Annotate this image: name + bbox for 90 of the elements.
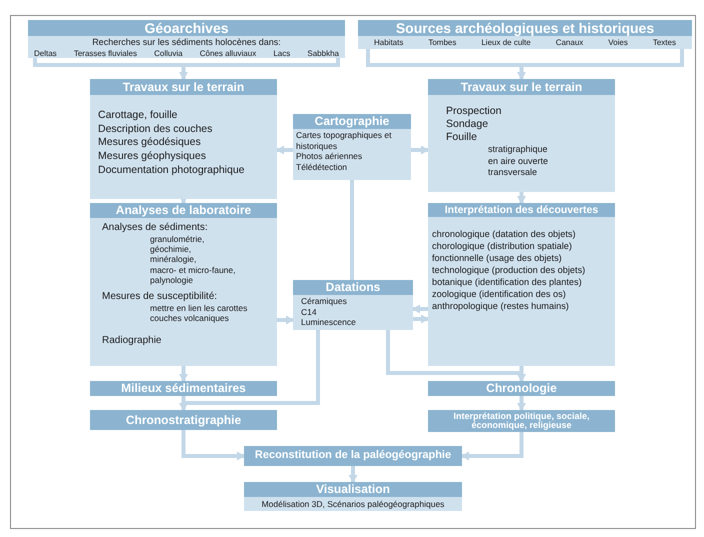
process-box [428, 203, 615, 366]
item-text: zoologique (identification des os) [432, 288, 566, 301]
arrow [413, 314, 429, 324]
item-text: Céramiques [301, 296, 347, 307]
item-text: Carottage, fouille [98, 109, 178, 123]
item-text: Sondage [446, 118, 488, 132]
arrow [348, 466, 358, 483]
item-text: en aire ouverte [488, 156, 548, 167]
item-text: mettre en lien les carottes [150, 302, 248, 314]
box-heading: Sources archéologiques et historiques [358, 20, 692, 36]
item-text: Radiographie [102, 335, 162, 348]
item-text: technologique (production des objets) [432, 264, 586, 277]
arrow [179, 366, 188, 382]
item-text: Textes [652, 38, 676, 48]
item-text: Colluvia [154, 48, 183, 60]
item-text: Télédétection [296, 162, 348, 172]
item-text: Luminescence [301, 317, 356, 328]
item-text: Habitats [374, 38, 404, 48]
arrow [276, 146, 293, 154]
item-text: Canaux [556, 38, 584, 48]
item-text: Terasses fluviales [74, 48, 137, 60]
box-heading: Analyses de laboratoire [90, 203, 277, 218]
process-box [428, 381, 615, 396]
arrow [412, 304, 428, 314]
item-text: Photos aériennes [296, 151, 362, 162]
process-box [293, 114, 411, 180]
box-heading: Interprétation politique, sociale, économique, religieuse [452, 412, 591, 430]
item-text: Documentation photographique [98, 164, 245, 178]
arrow [517, 192, 526, 204]
process-box [358, 20, 692, 49]
box-heading: Milieux sédimentaires [121, 382, 246, 395]
process-box [293, 280, 413, 330]
box-heading: Cartographie [293, 114, 411, 129]
box-subtitle: Recherches sur les sédiments holocènes dans: [92, 37, 281, 49]
arrow [461, 432, 524, 460]
item-text: Description des couches [98, 122, 212, 136]
item-text: Cônes alluviaux [200, 48, 256, 60]
arrow [411, 146, 429, 154]
item-text: anthropologique (restes humains) [432, 300, 569, 313]
item-text: macro- et micro-faune, [150, 264, 236, 275]
box-heading: Visualisation [244, 482, 462, 497]
item-text: Modélisation 3D, Scénarios paléogéographiques [262, 499, 444, 510]
item-text: Voies [608, 38, 628, 48]
item-text: Sabbkha [307, 48, 339, 60]
process-box [28, 20, 345, 58]
arrow [182, 430, 245, 460]
item-text: Lieux de culte [481, 38, 531, 48]
item-text: chorologique (distribution spatiale) [432, 240, 572, 253]
item-text: botanique (identification des plantes) [432, 276, 582, 289]
process-box [90, 203, 277, 366]
process-box [244, 446, 462, 466]
arrow [366, 47, 684, 81]
item-text: transversale [488, 166, 538, 178]
arrow [277, 316, 294, 324]
item-text: Prospection [446, 105, 502, 118]
arrow [517, 396, 526, 411]
item-text: Mesures de susceptibilité: [102, 290, 218, 303]
box-heading: Datations [293, 280, 413, 295]
item-text: Cartes topographiques et historiques [296, 130, 392, 152]
item-text: Mesures géodésiques [98, 136, 201, 150]
item-text: chronologique (datation des objets) [432, 229, 576, 241]
process-box [90, 79, 277, 199]
box-heading: Travaux sur le terrain [90, 79, 277, 95]
item-text: fonctionnelle (usage des objets) [432, 252, 562, 265]
item-text: stratigraphique [488, 144, 548, 156]
box-heading: Reconstitution de la paléogéographie [254, 450, 452, 462]
box-heading: Interprétation des découvertes [428, 203, 615, 217]
item-text: Analyses de sédiments: [102, 222, 208, 234]
item-text: Tombes [428, 38, 456, 48]
item-text: Fouille [446, 131, 477, 144]
process-box [90, 381, 277, 396]
item-text: minéralogie, [150, 254, 196, 265]
item-text: couches volcaniques [150, 313, 229, 324]
arrow [33, 56, 340, 81]
process-box [428, 79, 615, 192]
process-box [90, 410, 277, 430]
box-heading: Chronologie [486, 382, 557, 395]
item-text: Deltas [34, 48, 57, 60]
item-text: palynologie [150, 274, 194, 285]
process-box [428, 410, 615, 432]
item-text: granulométrie, [150, 234, 204, 244]
process-box [244, 482, 462, 511]
item-text: géochimie, [150, 244, 192, 254]
arrow [517, 366, 526, 382]
item-text: Lacs [273, 48, 290, 60]
item-text: Mesures géophysiques [98, 150, 206, 164]
box-heading: Chronostratigraphie [126, 414, 242, 426]
box-heading: Travaux sur le terrain [428, 79, 615, 95]
box-heading: Géoarchives [28, 20, 345, 36]
item-text: C14 [301, 306, 317, 318]
